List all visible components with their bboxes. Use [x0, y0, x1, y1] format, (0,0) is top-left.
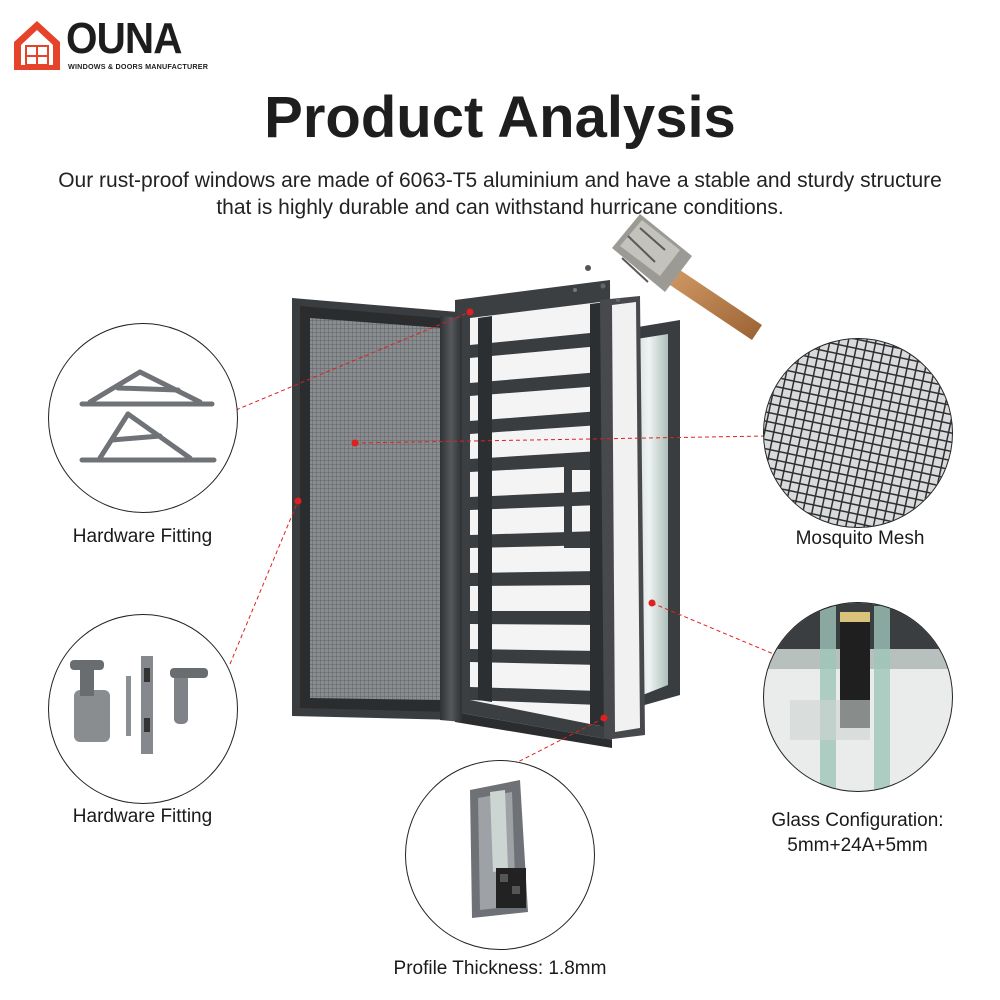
glass-configuration-circle — [763, 602, 953, 792]
hardware-fitting-label-top: Hardware Fitting — [72, 526, 213, 547]
mosquito-mesh-circle — [763, 338, 953, 528]
brand-logo: OUNA WINDOWS & DOORS MANUFACTURER — [12, 14, 208, 76]
profile-thickness-label: Profile Thickness: 1.8mm — [393, 958, 607, 979]
intro-text: Our rust-proof windows are made of 6063-… — [58, 169, 942, 219]
glass-configuration-label-line2: 5mm+24A+5mm — [787, 835, 928, 856]
callout-dots — [294, 308, 656, 722]
glass-configuration-label: Glass Configuration: 5mm+24A+5mm — [745, 808, 970, 858]
house-logo-icon — [14, 21, 60, 70]
hardware-fitting-hinge-circle — [48, 323, 238, 513]
brand-tagline: WINDOWS & DOORS MANUFACTURER — [68, 62, 209, 71]
mosquito-mesh-sash — [292, 298, 462, 722]
profile-thickness-circle — [405, 760, 595, 950]
hardware-fitting-handle-circle — [48, 614, 238, 804]
hardware-fitting-label-bottom: Hardware Fitting — [72, 806, 213, 827]
window-main-frame — [455, 280, 645, 748]
page-title: Product Analysis — [264, 85, 736, 150]
glass-configuration-label-line1: Glass Configuration: — [771, 810, 944, 831]
mosquito-mesh-label: Mosquito Mesh — [795, 528, 925, 549]
hammer-icon — [573, 214, 762, 340]
brand-name: OUNA — [66, 14, 182, 63]
callout-lines — [229, 311, 777, 766]
